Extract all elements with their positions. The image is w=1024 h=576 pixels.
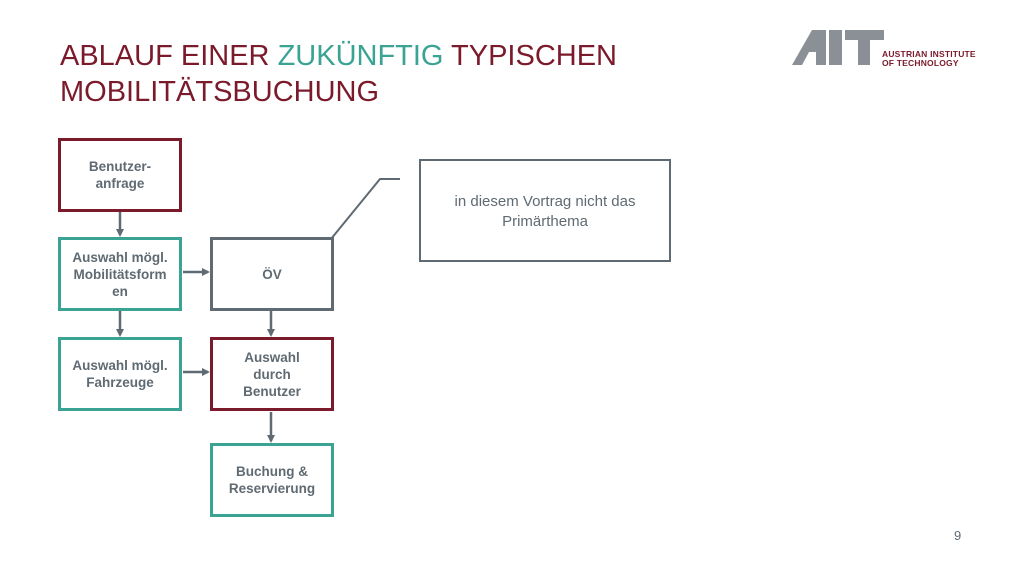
node-auswahl-mobilitaetsformen: Auswahl mögl. Mobilitätsform en xyxy=(58,237,182,311)
logo-text: AUSTRIAN INSTITUTE OF TECHNOLOGY xyxy=(882,50,976,68)
title-accent: ZUKÜNFTIG xyxy=(277,40,444,72)
node-benutzeranfrage: Benutzer- anfrage xyxy=(58,138,182,212)
node-buchung-reservierung: Buchung & Reservierung xyxy=(210,443,334,517)
logo-line2: OF TECHNOLOGY xyxy=(882,58,959,68)
ait-logo-icon xyxy=(792,30,884,65)
logo-line1: AUSTRIAN INSTITUTE xyxy=(882,49,976,59)
title-part2: TYPISCHEN xyxy=(443,40,618,72)
title-part1: ABLAUF EINER xyxy=(60,40,278,72)
slide-title: ABLAUF EINER ZUKÜNFTIG TYPISCHEN MOBILIT… xyxy=(60,38,760,110)
node-auswahl-durch-benutzer: Auswahl durch Benutzer xyxy=(210,337,334,411)
node-oev: ÖV xyxy=(210,237,334,311)
node-auswahl-fahrzeuge: Auswahl mögl. Fahrzeuge xyxy=(58,337,182,411)
callout-note: in diesem Vortrag nicht das Primärthema xyxy=(419,159,671,262)
title-line2: MOBILITÄTSBUCHUNG xyxy=(60,76,380,108)
page-number: 9 xyxy=(954,528,962,543)
